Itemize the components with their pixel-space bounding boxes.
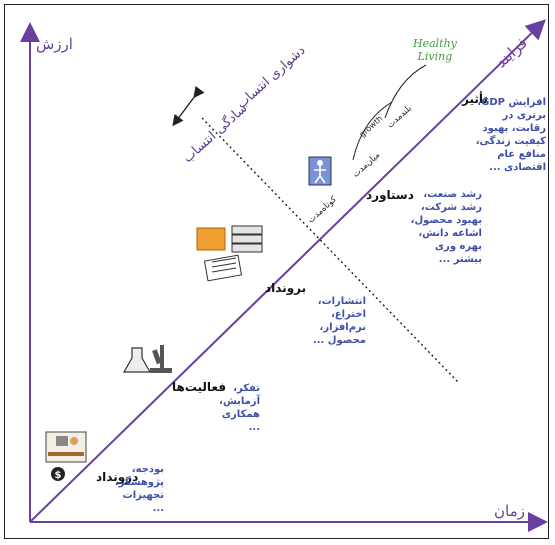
stage-activities-title: فعالیت‌ها (172, 380, 227, 394)
stage-input-details: بودجه، پژوهشگر، تجهیزات ... (114, 464, 164, 514)
outcome-icon (308, 156, 332, 186)
timeframe-arc-long (384, 64, 427, 119)
stage-impact-details: افزایش GDP، برتری در رقابت، بهبود کیفیت … (475, 97, 546, 173)
stage-impact-title: تأثیر (462, 92, 488, 106)
activities-icon (122, 345, 172, 373)
stage-outcome-title: دستاورد (366, 188, 414, 202)
stage-output-details: انتشارات، اختراع، نرم‌افزار، محصول ... (312, 296, 366, 346)
timeframe-arc-medium (352, 101, 393, 161)
svg-text:$: $ (55, 470, 62, 481)
stage-activities-details: تفکر، آزمایش، همکاری ... (219, 383, 260, 433)
process-axis (29, 19, 546, 523)
healthy-living-logo: Healthy Living (413, 37, 457, 63)
y-axis-label: ارزش (36, 35, 73, 53)
stage-output-title: برونداد (265, 281, 307, 295)
attribution-double-arrow (172, 85, 205, 127)
attribution-dashed-line (201, 117, 459, 383)
stage-outcome-details: رشد صنعت، رشد شرکت، بهبود محصول، اشاعه د… (410, 189, 482, 265)
input-icon: $ (45, 431, 87, 481)
x-axis-label: زمان (494, 502, 525, 520)
diagram-frame (4, 4, 549, 539)
output-icon (196, 225, 263, 282)
stage-input-title: درونداد (96, 470, 139, 484)
